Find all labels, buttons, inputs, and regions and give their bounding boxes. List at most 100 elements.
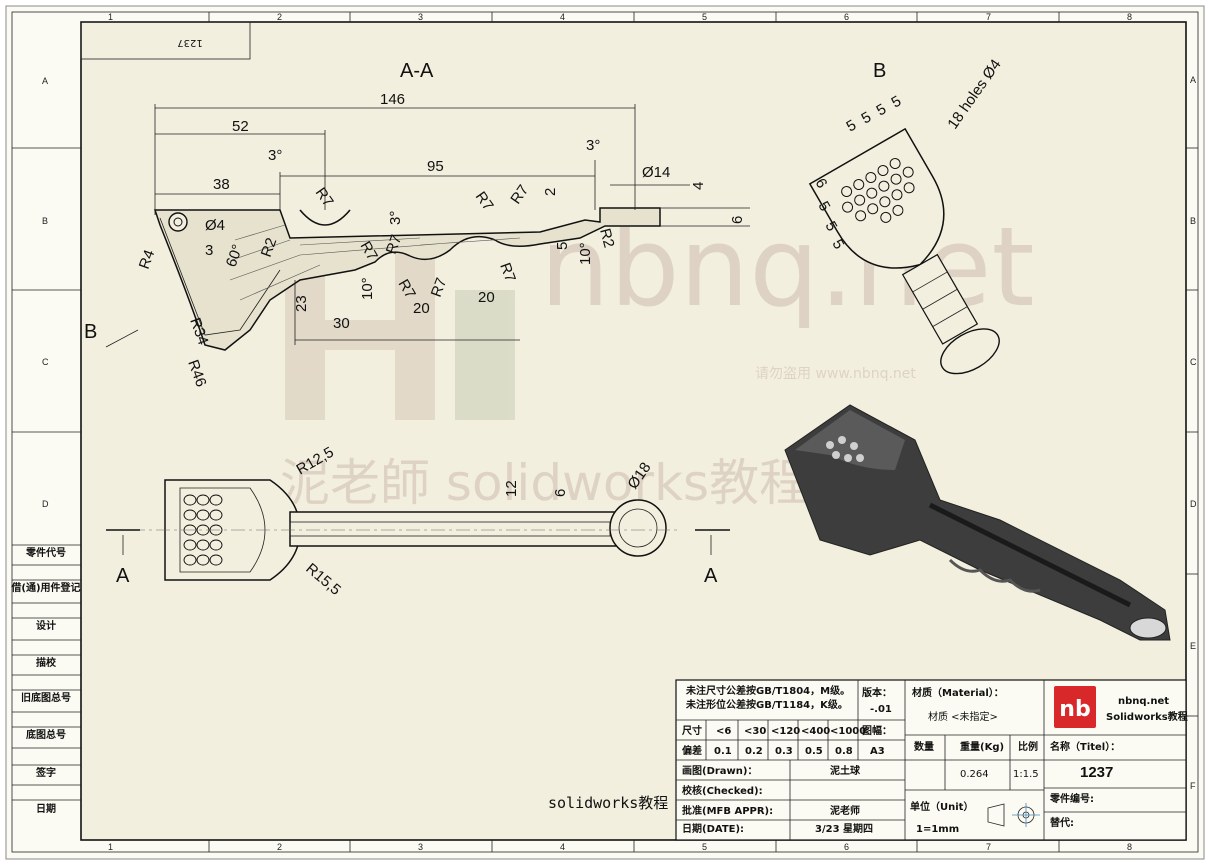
col-label: 2 (277, 12, 282, 22)
dim-146: 146 (380, 91, 405, 108)
section-view (153, 104, 750, 351)
dim-30: 30 (333, 315, 350, 332)
date-label: 日期(DATE): (682, 822, 744, 835)
unit-value: 1=1mm (916, 824, 959, 835)
part-no-label: 零件编号: (1049, 792, 1094, 805)
cut-label-left: A (116, 565, 130, 587)
col-label: 7 (986, 842, 991, 852)
dim-5: 5 (554, 242, 571, 250)
detail-view (808, 127, 1000, 375)
part-name-value: 1237 (1080, 764, 1113, 781)
dim-r7-e: R7 (383, 233, 406, 257)
col-label: 6 (844, 842, 849, 852)
strip-part-code: 零件代号 (25, 546, 66, 559)
row-label: B (42, 216, 48, 226)
top-view (106, 479, 730, 581)
col-label: 5 (702, 12, 707, 22)
dim-52: 52 (232, 118, 249, 135)
dim-10deg-a: 10° (577, 242, 594, 265)
tol-size: <400 (801, 726, 830, 737)
cut-label-right: A (704, 565, 718, 587)
col-label: 1 (108, 842, 113, 852)
tol-dev: 0.3 (775, 746, 793, 757)
row-label: D (1190, 499, 1197, 509)
tolerance-note-2: 未注形位公差按GB/T1184，K级。 (685, 698, 848, 711)
part-name-label: 名称（Titel）： (1050, 740, 1120, 753)
left-strip: A B C D 零件代号 借(通)用件登记 设计 描校 旧底图总号 底图总号 签… (10, 76, 81, 815)
row-label: C (1190, 357, 1197, 367)
doc-number-box (80, 21, 251, 60)
approved-value: 泥老师 (830, 804, 860, 817)
title-block: 未注尺寸公差按GB/T1804，M级。 未注形位公差按GB/T1184，K级。 … (675, 679, 1188, 841)
column-zones: 1 2 3 4 5 6 7 8 1 2 3 4 5 6 7 8 (108, 12, 1132, 852)
dim-r2-b: R2 (596, 227, 617, 250)
row-label: D (42, 499, 49, 509)
section-title: A-A (400, 60, 434, 82)
weight-label: 重量(Kg) (960, 740, 1004, 753)
tol-dev: 0.8 (835, 746, 853, 757)
scale-value: 1:1.5 (1013, 769, 1039, 780)
tol-dev: 0.1 (714, 746, 732, 757)
watermark-cn: 泥老師 solidworks教程 (280, 454, 809, 512)
dim-3deg-mid: 3° (387, 211, 404, 225)
unit-label: 单位（Unit） (910, 800, 973, 813)
approved-label: 批准(MFB APPR): (682, 804, 773, 817)
dim-6b: 6 (552, 489, 569, 497)
version-label: 版本： (862, 686, 892, 699)
dim-r4: R4 (136, 248, 159, 272)
row-label: E (1190, 641, 1196, 651)
qty-label: 数量 (914, 740, 934, 753)
col-label: 8 (1127, 12, 1132, 22)
tolerance-note-1: 未注尺寸公差按GB/T1804，M级。 (685, 684, 850, 697)
col-label: 3 (418, 12, 423, 22)
weight-value: 0.264 (960, 769, 989, 780)
tol-dev-label: 偏差 (682, 744, 702, 757)
version-value: -.01 (870, 704, 892, 715)
watermark-copy: 请勿盗用 www.nbnq.net (755, 366, 916, 382)
doc-number: 1237 (177, 37, 202, 48)
col-label: 6 (844, 12, 849, 22)
view-arrow-label: B (84, 321, 97, 343)
row-label: A (42, 76, 48, 86)
dim-r7-h: R7 (496, 261, 519, 285)
isometric-render (784, 404, 1171, 641)
detail-title: B (873, 60, 886, 82)
col-label: 3 (418, 842, 423, 852)
col-label: 1 (108, 12, 113, 22)
dim-3deg-left: 3° (268, 147, 282, 164)
projection-symbol-icon (987, 803, 1040, 827)
col-label: 4 (560, 12, 565, 22)
dim-3: 3 (205, 242, 213, 259)
tol-size: <30 (744, 726, 766, 737)
tol-size: <1000 (830, 726, 866, 737)
drawn-value: 泥土球 (830, 764, 861, 777)
dim-10deg-b: 10° (359, 277, 376, 300)
logo-mark: nb (1059, 697, 1090, 722)
row-label: B (1190, 216, 1196, 226)
dim-dia4: Ø4 (205, 217, 225, 234)
strip-old-no: 旧底图总号 (21, 691, 71, 704)
scale-label: 比例 (1018, 740, 1038, 753)
dim-95: 95 (427, 158, 444, 175)
col-label: 7 (986, 12, 991, 22)
strip-sign: 签字 (35, 766, 56, 779)
logo-caption: Solidworks教程 (1106, 710, 1188, 723)
tol-dev: 0.5 (805, 746, 823, 757)
col-label: 5 (702, 842, 707, 852)
strip-date: 日期 (36, 802, 56, 815)
tol-size-label: 尺寸 (682, 724, 702, 737)
row-label: A (1190, 75, 1196, 85)
dim-38: 38 (213, 176, 230, 193)
dim-dia14: Ø14 (642, 164, 670, 181)
strip-design: 设计 (36, 619, 56, 632)
dim-4: 4 (690, 182, 707, 190)
dim-r2-a: R2 (258, 236, 281, 260)
col-label: 2 (277, 842, 282, 852)
dim-23: 23 (293, 295, 310, 312)
brand-logo: nb (1054, 686, 1096, 728)
tol-size: <120 (771, 726, 800, 737)
view-arrow (105, 329, 139, 348)
sheet-size-label: 图幅： (862, 724, 892, 737)
inner-frame (80, 21, 1187, 841)
